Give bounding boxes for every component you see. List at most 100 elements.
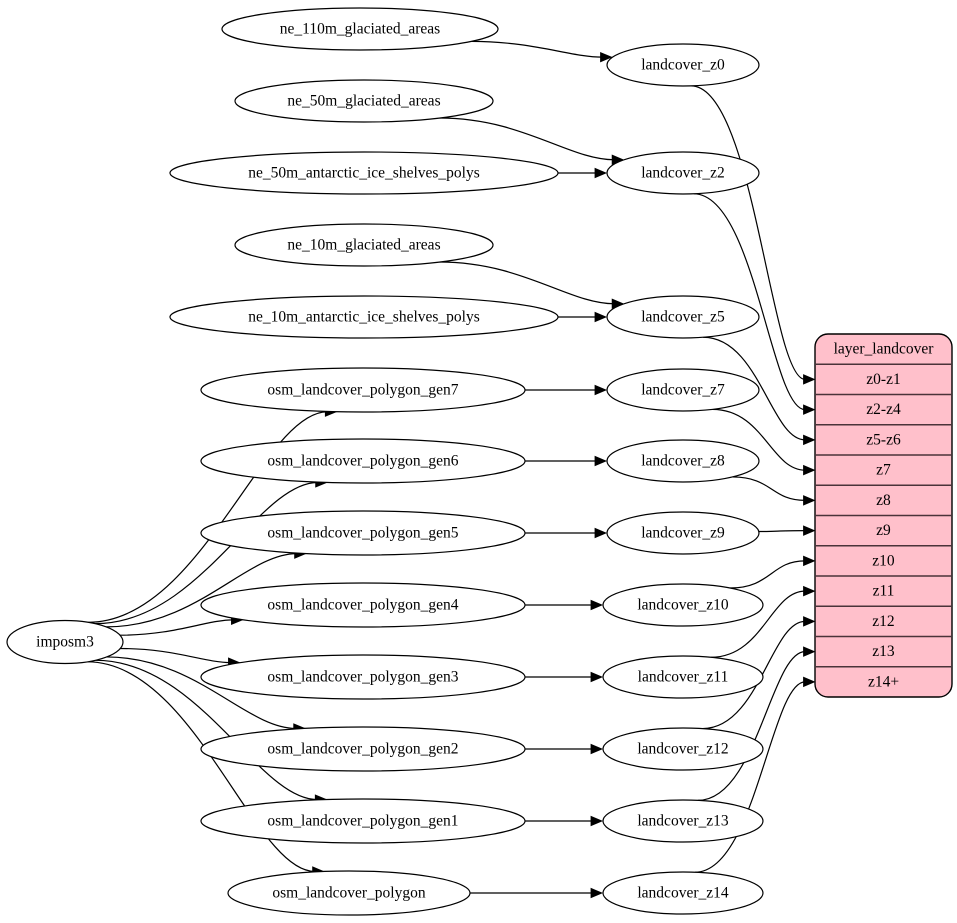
edge-landcover_z7-to-layer_landcover-z7 — [712, 408, 806, 471]
node-landcover_z9[interactable]: landcover_z9 — [606, 511, 760, 555]
node-landcover_z0[interactable]: landcover_z0 — [606, 43, 760, 87]
node-shape-landcover_z0 — [606, 43, 760, 87]
record-row-z2[interactable]: z2-z4 — [866, 401, 901, 418]
node-shape-landcover_z14 — [602, 871, 764, 915]
node-ne_50m_glaciated_areas[interactable]: ne_50m_glaciated_areas — [234, 79, 494, 123]
node-osm_landcover_polygon_gen3[interactable]: osm_landcover_polygon_gen3 — [200, 654, 526, 700]
node-label-osm_landcover_polygon_gen4: osm_landcover_polygon_gen4 — [267, 597, 458, 614]
node-landcover_z14[interactable]: landcover_z14 — [602, 871, 764, 915]
record-row-z8[interactable]: z8 — [876, 492, 891, 509]
nodes-layer: ne_110m_glaciated_areas ne_50m_glaciated_… — [6, 7, 764, 916]
edge-landcover_z2-to-layer_landcover-z2-arrowhead — [803, 404, 816, 415]
edge-ne_50m_glaciated_areas-to-landcover_z2 — [439, 117, 615, 161]
node-shape-osm_landcover_polygon_gen7 — [200, 367, 526, 413]
node-label-ne_110m_glaciated_areas: ne_110m_glaciated_areas — [280, 21, 440, 38]
node-ne_10m_antarctic_ice_shelves_polys[interactable]: ne_10m_antarctic_ice_shelves_polys — [169, 295, 559, 339]
edge-imposm3-to-osm_landcover_polygon_gen2 — [106, 656, 296, 730]
node-shape-imposm3 — [6, 619, 124, 665]
node-label-landcover_z8: landcover_z8 — [641, 453, 725, 470]
edge-osm_landcover_polygon_gen4-to-landcover_z10-arrowhead — [590, 599, 604, 611]
record-row-z13[interactable]: z13 — [872, 643, 895, 660]
node-label-landcover_z10: landcover_z10 — [637, 597, 728, 614]
edge-landcover_z8-to-layer_landcover-z8 — [732, 476, 806, 501]
node-shape-ne_110m_glaciated_areas — [221, 7, 499, 51]
edge-landcover_z13-to-layer_landcover-z13 — [697, 651, 806, 801]
record-node-layer: layer_landcover z0-z1 z2-z4 z5-z6 z7 z8 z9 z10 z… — [814, 333, 953, 698]
node-shape-landcover_z7 — [606, 368, 760, 412]
edge-imposm3-to-osm_landcover_polygon_gen1 — [95, 659, 318, 801]
node-label-osm_landcover_polygon_gen6: osm_landcover_polygon_gen6 — [267, 453, 458, 470]
node-shape-osm_landcover_polygon_gen2 — [200, 726, 526, 772]
edge-landcover_z11-to-layer_landcover-z11-arrowhead — [803, 585, 816, 597]
node-label-osm_landcover_polygon: osm_landcover_polygon — [272, 885, 426, 902]
node-label-landcover_z0: landcover_z0 — [641, 57, 725, 74]
edge-osm_landcover_polygon_gen2-to-landcover_z12-arrowhead — [590, 743, 604, 755]
edge-landcover_z5-to-layer_landcover-z5-arrowhead — [803, 434, 816, 446]
node-landcover_z8[interactable]: landcover_z8 — [606, 439, 760, 483]
node-landcover_z10[interactable]: landcover_z10 — [602, 583, 764, 627]
node-landcover_z13[interactable]: landcover_z13 — [602, 799, 764, 843]
node-shape-landcover_z8 — [606, 439, 760, 483]
node-shape-ne_50m_antarctic_ice_shelves_polys — [169, 151, 559, 195]
node-landcover_z2[interactable]: landcover_z2 — [606, 151, 760, 195]
node-shape-osm_landcover_polygon_gen5 — [200, 510, 526, 556]
node-shape-ne_50m_glaciated_areas — [234, 79, 494, 123]
node-shape-osm_landcover_polygon_gen3 — [200, 654, 526, 700]
record-row-z11[interactable]: z11 — [873, 583, 895, 600]
node-label-ne_10m_glaciated_areas: ne_10m_glaciated_areas — [287, 237, 440, 254]
node-osm_landcover_polygon_gen7[interactable]: osm_landcover_polygon_gen7 — [200, 367, 526, 413]
node-label-landcover_z13: landcover_z13 — [637, 813, 728, 830]
node-landcover_z5[interactable]: landcover_z5 — [606, 295, 760, 339]
node-label-imposm3: imposm3 — [36, 634, 94, 651]
node-osm_landcover_polygon_gen6[interactable]: osm_landcover_polygon_gen6 — [200, 438, 526, 484]
edge-ne_110m_glaciated_areas-to-landcover_z0 — [471, 40, 603, 58]
node-shape-landcover_z9 — [606, 511, 760, 555]
record-row-z14[interactable]: z14+ — [868, 673, 899, 690]
node-shape-osm_landcover_polygon_gen6 — [200, 438, 526, 484]
node-ne_50m_antarctic_ice_shelves_polys[interactable]: ne_50m_antarctic_ice_shelves_polys — [169, 151, 559, 195]
node-landcover_z12[interactable]: landcover_z12 — [602, 727, 764, 771]
edge-osm_landcover_polygon_gen1-to-landcover_z13-arrowhead — [590, 815, 604, 827]
record-row-z5[interactable]: z5-z6 — [866, 431, 901, 448]
record-row-z10[interactable]: z10 — [872, 552, 895, 569]
node-label-landcover_z2: landcover_z2 — [641, 165, 725, 182]
edge-imposm3-to-osm_landcover_polygon_gen5 — [106, 553, 297, 628]
record-row-z0[interactable]: z0-z1 — [866, 371, 900, 388]
node-osm_landcover_polygon_gen2[interactable]: osm_landcover_polygon_gen2 — [200, 726, 526, 772]
node-landcover_z7[interactable]: landcover_z7 — [606, 368, 760, 412]
edge-landcover_z0-to-layer_landcover-z0 — [691, 85, 806, 380]
node-osm_landcover_polygon_gen1[interactable]: osm_landcover_polygon_gen1 — [200, 798, 526, 844]
node-imposm3[interactable]: imposm3 — [6, 619, 124, 665]
node-label-landcover_z11: landcover_z11 — [638, 669, 729, 686]
edge-landcover_z9-to-layer_landcover-z9 — [758, 530, 806, 533]
node-shape-osm_landcover_polygon_gen4 — [200, 582, 526, 628]
edge-osm_landcover_polygon-to-landcover_z14-arrowhead — [590, 887, 604, 899]
record-node-layer-landcover[interactable]: layer_landcover z0-z1 z2-z4 z5-z6 z7 z8 z9 z10 z… — [814, 333, 953, 698]
record-row-z7[interactable]: z7 — [876, 462, 891, 479]
node-shape-landcover_z11 — [602, 655, 764, 699]
node-shape-landcover_z5 — [606, 295, 760, 339]
node-label-osm_landcover_polygon_gen5: osm_landcover_polygon_gen5 — [267, 525, 458, 542]
record-row-z12[interactable]: z12 — [872, 613, 894, 630]
node-label-landcover_z12: landcover_z12 — [637, 741, 728, 758]
node-osm_landcover_polygon[interactable]: osm_landcover_polygon — [227, 870, 471, 916]
edge-osm_landcover_polygon_gen3-to-landcover_z11-arrowhead — [590, 671, 604, 683]
node-osm_landcover_polygon_gen4[interactable]: osm_landcover_polygon_gen4 — [200, 582, 526, 628]
node-ne_110m_glaciated_areas[interactable]: ne_110m_glaciated_areas — [221, 7, 499, 51]
node-label-landcover_z5: landcover_z5 — [641, 309, 725, 326]
node-label-osm_landcover_polygon_gen7: osm_landcover_polygon_gen7 — [267, 382, 458, 399]
node-label-ne_50m_glaciated_areas: ne_50m_glaciated_areas — [287, 93, 440, 110]
node-label-ne_50m_antarctic_ice_shelves_polys: ne_50m_antarctic_ice_shelves_polys — [248, 165, 480, 182]
edge-ne_110m_glaciated_areas-to-landcover_z0-arrowhead — [600, 51, 613, 63]
node-shape-landcover_z13 — [602, 799, 764, 843]
record-header-label: layer_landcover — [834, 341, 935, 358]
edge-ne_50m_antarctic_ice_shelves_polys-to-landcover_z2-arrowhead — [594, 167, 608, 179]
node-ne_10m_glaciated_areas[interactable]: ne_10m_glaciated_areas — [234, 223, 494, 267]
edge-landcover_z9-to-layer_landcover-z9-arrowhead — [803, 525, 816, 536]
node-osm_landcover_polygon_gen5[interactable]: osm_landcover_polygon_gen5 — [200, 510, 526, 556]
edge-landcover_z0-to-layer_landcover-z0-arrowhead — [803, 374, 816, 385]
record-row-z9[interactable]: z9 — [876, 522, 891, 539]
edge-imposm3-to-osm_landcover_polygon_gen3 — [120, 647, 231, 664]
node-landcover_z11[interactable]: landcover_z11 — [602, 655, 764, 699]
edge-osm_landcover_polygon_gen7-to-landcover_z7-arrowhead — [594, 384, 608, 396]
